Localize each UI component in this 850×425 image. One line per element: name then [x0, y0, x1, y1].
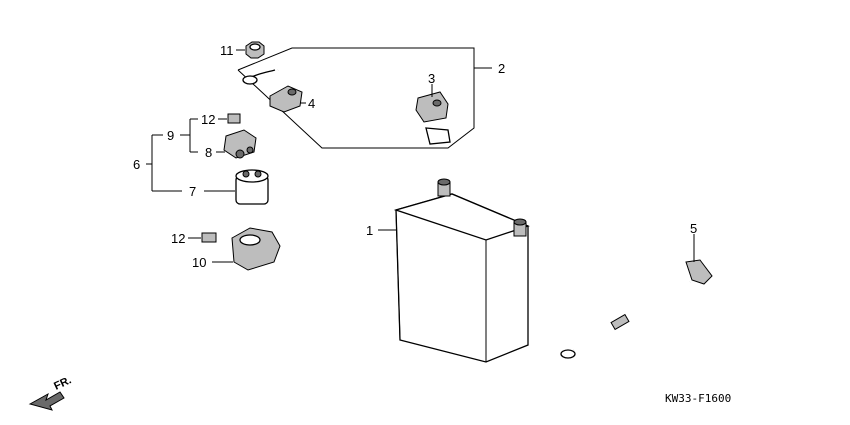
callout-4: 4 — [308, 96, 315, 111]
callout-3: 3 — [428, 71, 435, 86]
callout-1: 1 — [366, 223, 373, 238]
negative-cable-part — [560, 234, 713, 359]
terminal-boot-part — [269, 85, 306, 113]
callout-10: 10 — [192, 255, 206, 270]
callout-2: 2 — [498, 61, 505, 76]
callout-6: 6 — [133, 157, 140, 172]
callout-tree — [146, 118, 198, 192]
nut-part — [236, 41, 265, 59]
fuse-part-lower — [188, 232, 217, 243]
fuse-box-part — [212, 227, 281, 271]
relay-cover-part — [216, 129, 257, 159]
callout-9: 9 — [167, 128, 174, 143]
fuse-part-top — [218, 113, 241, 124]
battery-cable-bracket — [237, 47, 492, 149]
terminal-cover-part — [415, 84, 449, 123]
battery-cable-part — [242, 65, 451, 145]
front-direction-arrow — [28, 391, 65, 411]
battery-part — [378, 178, 530, 363]
direction-label: FR. — [52, 374, 73, 392]
starter-relay-part — [204, 169, 269, 205]
callout-8: 8 — [205, 145, 212, 160]
callout-12-lower: 12 — [171, 231, 185, 246]
callout-5: 5 — [690, 221, 697, 236]
diagram-code: KW33-F1600 — [665, 392, 731, 405]
callout-12-top: 12 — [201, 112, 215, 127]
callout-11: 11 — [220, 43, 234, 58]
callout-7: 7 — [189, 184, 196, 199]
